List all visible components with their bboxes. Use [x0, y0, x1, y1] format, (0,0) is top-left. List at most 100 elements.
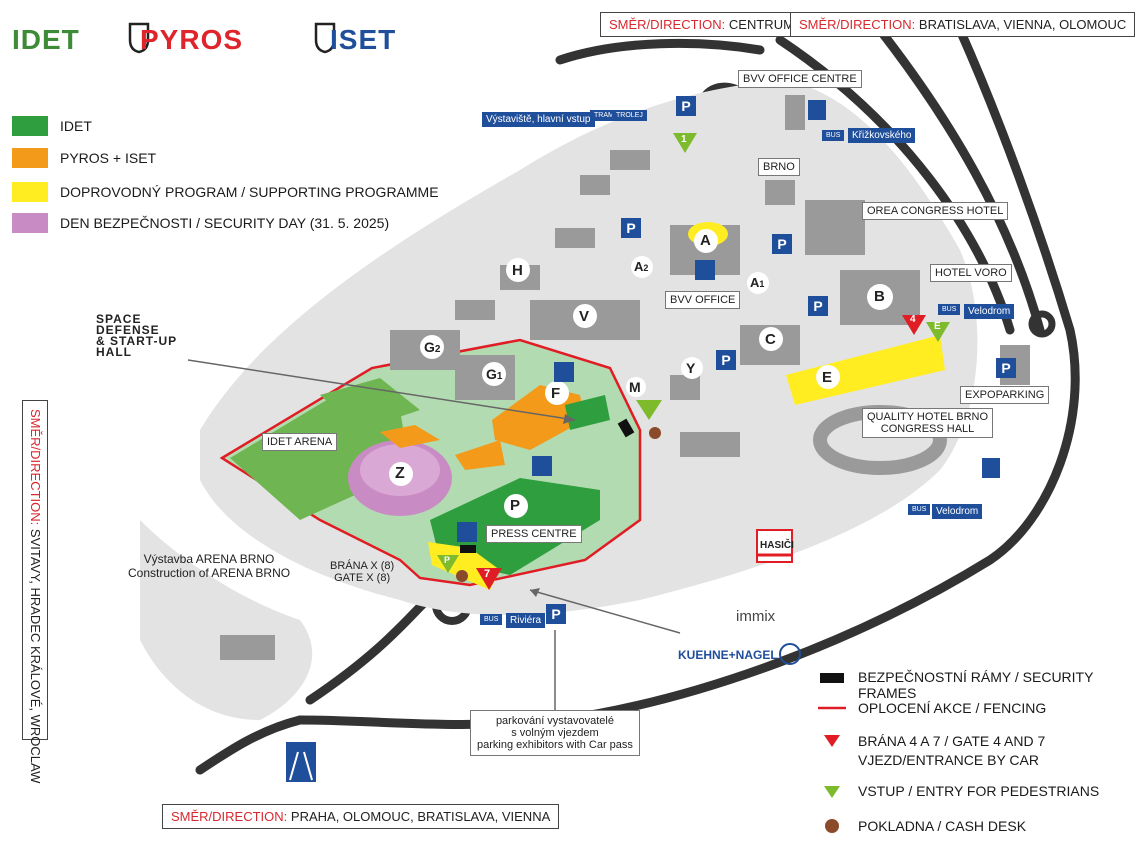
label-parking-cz2: s volným vjezdem [511, 727, 599, 739]
direction-text: CENTRUM [728, 17, 794, 32]
security-frame-icon [617, 418, 635, 438]
gate-7-number: 7 [484, 568, 491, 580]
key-label: OPLOCENÍ AKCE / FENCING [858, 700, 1047, 716]
legend-item-idet: IDET [12, 116, 92, 136]
label-parking-cz1: parkování vystavovatelé [495, 715, 614, 727]
label-bvv-office: BVV OFFICE [665, 291, 741, 309]
parking-sign: P [996, 358, 1016, 378]
hall-g2-letter: G [424, 339, 435, 355]
parking-sign: P [621, 218, 641, 238]
space-hall-shape [565, 395, 610, 430]
hall-h-label: H [512, 262, 523, 279]
label-vystaviste: Výstaviště, hlavní vstup [482, 112, 595, 127]
restaurant-icon [457, 522, 477, 542]
key-security-frames: BEZPEČNOSTNÍ RÁMY / SECURITY FRAMES [858, 669, 1137, 701]
key-gate-pedestrian-icon [824, 786, 840, 798]
tram-icon: TRAM [590, 110, 618, 121]
gate-7-car-icon [476, 568, 502, 590]
hall-a1-letter: A [750, 275, 760, 290]
iset-logo-shield-icon [314, 22, 336, 54]
direction-text: PRAHA, OLOMOUC, BRATISLAVA, VIENNA [290, 809, 551, 824]
gate-p-number: P [444, 555, 451, 565]
key-fencing: OPLOCENÍ AKCE / FENCING [858, 700, 1046, 716]
bus-icon: BUS [480, 614, 503, 625]
hall-z-label: Z [395, 465, 405, 482]
bus-icon: BUS [938, 304, 961, 315]
direction-praha: SMĚR/DIRECTION: PRAHA, OLOMOUC, BRATISLA… [162, 804, 560, 829]
label-expoparking: EXPOPARKING [960, 386, 1050, 404]
kuehne-nagel-logo: KUEHNE+NAGEL [678, 648, 778, 662]
gate-e-pedestrian-icon [926, 322, 950, 342]
direction-centrum: SMĚR/DIRECTION: CENTRUM [600, 12, 803, 37]
pyros-logo: PYROS [140, 24, 244, 55]
label-arena-cz: Výstavba ARENA BRNO [143, 552, 275, 566]
key-label: VJEZD/ENTRANCE BY CAR [858, 752, 1039, 768]
legend-item-supporting: DOPROVODNÝ PROGRAM / SUPPORTING PROGRAMM… [12, 182, 439, 202]
legend-swatch-security-day [12, 213, 48, 233]
gate-1-pedestrian-icon [673, 133, 697, 153]
label-idet-arena: IDET ARENA [262, 433, 338, 451]
hall-circles [389, 229, 893, 518]
key-entrance-car: VJEZD/ENTRANCE BY CAR [858, 752, 1039, 768]
pyros-logo-shield-icon [128, 22, 150, 54]
idet-logo: IDET [12, 24, 80, 55]
label-quality-hotel: QUALITY HOTEL BRNO CONGRESS HALL [862, 408, 994, 438]
direction-prefix: SMĚR/DIRECTION: [799, 17, 916, 32]
gate-4-number: 4 [910, 314, 916, 325]
restaurant-icon [695, 260, 715, 280]
space-defense-hall-logo: SPACE DEFENSE & START-UP HALL [96, 313, 177, 359]
key-gate-car: BRÁNA 4 A 7 / GATE 4 AND 7 [858, 733, 1045, 749]
legend-item-pyros-iset: PYROS + ISET [12, 148, 156, 168]
gate-p-pedestrian-icon [437, 555, 459, 573]
label-quality-hotel-line2: CONGRESS HALL [880, 423, 975, 435]
hall-g2-sub: 2 [434, 344, 441, 355]
restaurant-icon [532, 456, 552, 476]
label-arena-construction: Výstavba ARENA BRNO Construction of AREN… [128, 552, 290, 580]
hall-v-label: V [579, 308, 590, 325]
anchor-icon [779, 643, 801, 665]
key-cash-desk-icon [825, 819, 839, 833]
trolley-icon: TROLEJ [612, 110, 647, 121]
hall-a1-label: A1 [750, 275, 764, 290]
direction-prefix: SMĚR/DIRECTION: [171, 809, 288, 824]
label-orea-hotel: OREA CONGRESS HOTEL [862, 202, 1009, 220]
immix-logo: immix [736, 608, 776, 625]
key-cash-desk: POKLADNA / CASH DESK [858, 818, 1026, 834]
parking-sign: P [546, 604, 566, 624]
label-parking-en: parking exhibitors with Car pass [477, 739, 633, 751]
direction-prefix: SMĚR/DIRECTION: [28, 409, 43, 526]
legend-label: IDET [60, 118, 92, 134]
label-bvv-office-centre: BVV OFFICE CENTRE [738, 70, 862, 88]
legend-swatch-idet [12, 116, 48, 136]
legend-label: DOPROVODNÝ PROGRAM / SUPPORTING PROGRAMM… [60, 184, 439, 200]
legend-swatch-supporting [12, 182, 48, 202]
hall-a1-sub: 1 [759, 279, 765, 289]
label-riviera: Riviéra [506, 613, 546, 628]
hall-p-label: P [510, 497, 521, 514]
legend-label: PYROS + ISET [60, 150, 157, 166]
pointer-lines [187, 359, 681, 710]
hall-a2-sub: 2 [643, 263, 649, 273]
cash-desk-icon [456, 570, 468, 582]
hasici-sign [756, 529, 793, 563]
direction-text: BRATISLAVA, VIENNA, OLOMOUC [918, 17, 1127, 32]
label-arena-en: Construction of ARENA BRNO [128, 566, 291, 580]
bus-icon: BUS [908, 504, 931, 515]
space-hall-line4: HALL [96, 345, 132, 359]
label-gate-x-en: GATE X (8) [334, 572, 391, 584]
restaurant-icon [554, 362, 574, 382]
security-frame-icon [460, 545, 476, 553]
hall-c-label: C [765, 331, 776, 348]
label-press-centre: PRESS CENTRE [486, 525, 582, 543]
label-velodrom-2: Velodrom [932, 504, 983, 519]
gate-m-pedestrian-icon [636, 400, 662, 420]
key-gate-car-icon [824, 735, 840, 747]
iset-logo: ISET [330, 24, 397, 55]
label-krizkovskeho: Křižkovského [848, 128, 916, 143]
direction-bratislava: SMĚR/DIRECTION: BRATISLAVA, VIENNA, OLOM… [790, 12, 1136, 37]
key-pedestrian-entry: VSTUP / ENTRY FOR PEDESTRIANS [858, 783, 1099, 799]
parking-sign: P [676, 96, 696, 116]
legend-swatch-pyros-iset [12, 148, 48, 168]
direction-text: SVITAVY, HRADEC KRÁLOVÉ, WROCLAW [28, 528, 43, 784]
